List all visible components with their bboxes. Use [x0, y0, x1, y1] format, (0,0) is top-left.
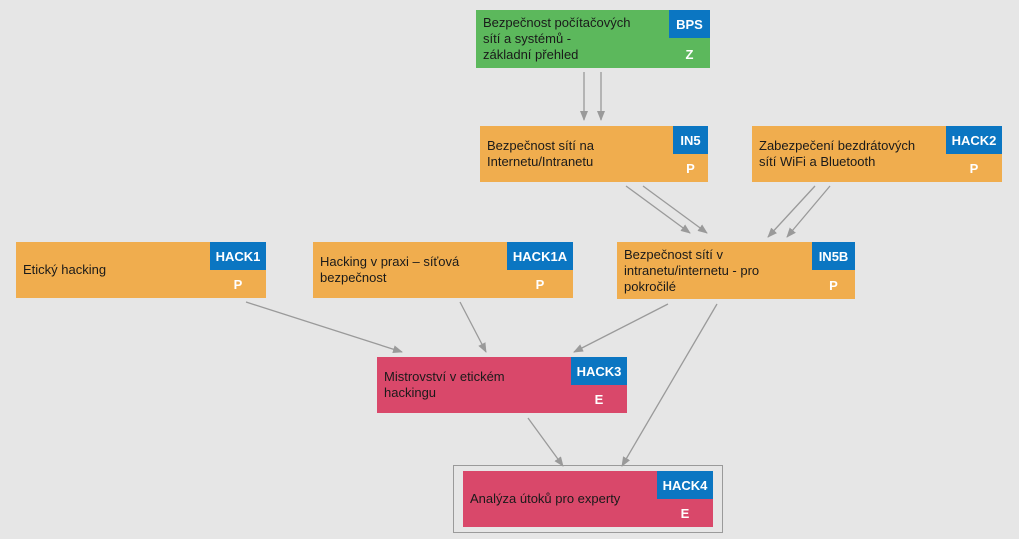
arrow-in5b-to-hack3: [573, 303, 669, 353]
course-code-badge: HACK1A: [507, 242, 573, 270]
course-level-badge: P: [507, 270, 573, 298]
course-node-hack3[interactable]: Mistrovství v etickém hackingu HACK3 E: [377, 357, 627, 413]
course-node-bps[interactable]: Bezpečnost počítačových sítí a systémů -…: [476, 10, 710, 68]
course-level-badge: P: [946, 154, 1002, 182]
course-code-badge: BPS: [669, 10, 710, 38]
arrow-hack2-to-in5b: [767, 185, 816, 238]
course-node-in5b[interactable]: Bezpečnost sítí v intranetu/internetu - …: [617, 242, 855, 299]
course-level-badge: P: [812, 271, 855, 299]
course-node-hack1[interactable]: Etický hacking HACK1 P: [16, 242, 266, 298]
course-code-badge: HACK2: [946, 126, 1002, 154]
course-title: Etický hacking: [23, 262, 107, 277]
course-level-badge: Z: [669, 40, 710, 68]
course-level-badge: E: [657, 499, 713, 527]
course-title: Analýza útoků pro experty: [470, 491, 621, 506]
highlight-frame: [453, 465, 723, 533]
course-code-badge: HACK4: [657, 471, 713, 499]
arrow-in5-to-in5b: [642, 185, 708, 234]
course-node-hack4[interactable]: Analýza útoků pro experty HACK4 E: [463, 471, 713, 527]
course-level-badge: P: [673, 154, 708, 182]
arrow-in5-to-in5b: [625, 185, 691, 234]
arrow-hack2-to-in5b: [786, 185, 831, 238]
course-code-badge: IN5: [673, 126, 708, 154]
arrow-hack1-to-hack3: [245, 301, 403, 354]
course-title: Bezpečnost počítačových sítí a systémů -…: [483, 15, 631, 62]
course-level-badge: E: [571, 385, 627, 413]
course-node-hack1a[interactable]: Hacking v praxi – síťová bezpečnost HACK…: [313, 242, 573, 298]
course-title: Zabezpečení bezdrátových sítí WiFi a Blu…: [759, 138, 916, 169]
course-code-badge: HACK1: [210, 242, 266, 270]
arrow-in5b-to-hack4: [621, 303, 718, 467]
arrow-hack1a-to-hack3: [459, 301, 487, 353]
course-title: Bezpečnost sítí na Internetu/Intranetu: [487, 138, 594, 169]
arrow-hack3-to-hack4: [527, 417, 564, 467]
course-node-hack2[interactable]: Zabezpečení bezdrátových sítí WiFi a Blu…: [752, 126, 1002, 182]
course-level-badge: P: [210, 270, 266, 298]
course-title: Bezpečnost sítí v intranetu/internetu - …: [624, 246, 760, 294]
course-title: Hacking v praxi – síťová bezpečnost: [320, 254, 460, 285]
course-code-badge: IN5B: [812, 242, 855, 270]
course-title: Mistrovství v etickém hackingu: [384, 369, 505, 400]
course-code-badge: HACK3: [571, 357, 627, 385]
course-node-in5[interactable]: Bezpečnost sítí na Internetu/Intranetu I…: [480, 126, 708, 182]
